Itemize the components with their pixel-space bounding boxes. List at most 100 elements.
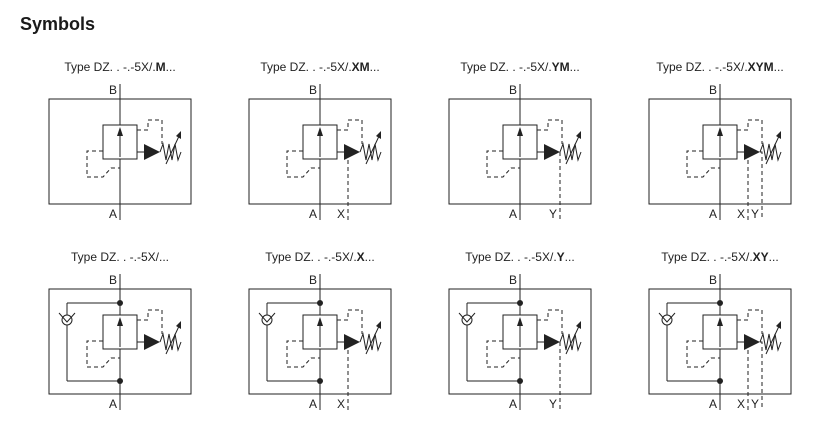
adjust-arrow-line [365,323,381,355]
port-a-label: A [109,397,117,411]
check-ball-icon [461,314,473,326]
pilot-dash-left [486,340,520,368]
flow-arrow-head [117,127,123,136]
port-y-label: Y [549,397,557,411]
adjust-arrow-head [376,321,381,329]
hydraulic-symbol-base: BA [48,273,192,411]
line-y [760,151,763,220]
adjust-arrow-head [576,321,581,329]
pilot-dash-left [686,340,720,368]
adjust-arrow-head [376,131,381,139]
junction-dot-a [517,378,523,384]
adjust-arrow-line [565,323,581,355]
pilot-triangle [544,334,560,350]
spring-icon [359,332,382,352]
check-ball-icon [261,314,273,326]
symbol-type-label: Type DZ. . -.-5X/.Y... [465,250,575,264]
flow-arrow-head [517,317,523,326]
port-y-label: Y [751,207,759,221]
adjust-arrow-head [776,321,781,329]
port-a-label: A [509,397,517,411]
pilot-dash-left [86,150,120,178]
flow-arrow-head [717,317,723,326]
port-x-label: X [737,397,745,411]
pilot-triangle [144,334,160,350]
spring-icon [159,142,182,162]
page-title: Symbols [20,14,96,34]
symbol-cell-x: Type DZ. . -.-5X/.X... B A X [220,250,420,430]
adjust-arrow-line [165,133,181,165]
flow-arrow-head [317,317,323,326]
check-ball-icon [661,314,673,326]
pilot-dash-top [537,309,563,334]
port-b-label: B [509,273,517,287]
flow-arrow-head [517,127,523,136]
port-a-label: A [709,207,717,221]
port-b-label: B [109,83,117,97]
port-y-label: Y [549,207,557,221]
adjust-arrow-head [176,321,181,329]
port-b-label: B [509,83,517,97]
symbol-type-label: Type DZ. . -.-5X/.X... [265,250,375,264]
pilot-dash-top [137,119,163,144]
symbol-type-label: Type DZ. . -.-5X/.XYM... [656,60,784,74]
symbol-type-label: Type DZ. . -.-5X/... [70,250,170,264]
junction-dot-a [317,378,323,384]
hydraulic-symbol-y: B A Y [448,273,592,411]
pilot-dash-left [86,340,120,368]
pilot-dash-top [537,119,563,144]
junction-dot-b [517,300,523,306]
hydraulic-symbol-m: BA [48,83,192,221]
check-seat-icon [658,312,676,323]
symbol-type-label: Type DZ. . -.-5X/.YM... [460,60,580,74]
spring-icon [559,142,582,162]
port-b-label: B [709,83,717,97]
port-y-label: Y [751,397,759,411]
pilot-triangle [144,144,160,160]
adjust-arrow-line [765,323,781,355]
adjust-arrow-head [776,131,781,139]
port-b-label: B [709,273,717,287]
port-a-label: A [709,397,717,411]
port-a-label: A [309,397,317,411]
spring-icon [159,332,182,352]
flow-arrow-head [717,127,723,136]
flow-arrow-head [117,317,123,326]
pilot-dash-left [286,340,320,368]
adjust-arrow-head [576,131,581,139]
adjust-arrow-line [565,133,581,165]
symbol-type-label: Type DZ. . -.-5X/.XY... [661,250,779,264]
adjust-arrow-line [765,133,781,165]
pilot-dash-top [337,119,363,144]
port-x-label: X [337,397,345,411]
pilot-dash-left [486,150,520,178]
junction-dot-a [717,378,723,384]
spring-icon [559,332,582,352]
pilot-triangle [344,144,360,160]
pilot-dash-top [737,309,763,334]
junction-dot-b [717,300,723,306]
port-b-label: B [309,83,317,97]
junction-dot-b [117,300,123,306]
adjust-arrow-line [165,323,181,355]
junction-dot-b [317,300,323,306]
port-b-label: B [309,273,317,287]
pilot-dash-top [137,309,163,334]
port-a-label: A [309,207,317,221]
symbol-cell-y: Type DZ. . -.-5X/.Y... B A Y [420,250,620,430]
port-x-label: X [737,207,745,221]
pilot-dash-left [686,150,720,178]
pilot-triangle [744,334,760,350]
flow-arrow-head [317,127,323,136]
spring-icon [759,332,782,352]
spring-icon [759,142,782,162]
hydraulic-symbol-x: B A X [248,273,392,411]
